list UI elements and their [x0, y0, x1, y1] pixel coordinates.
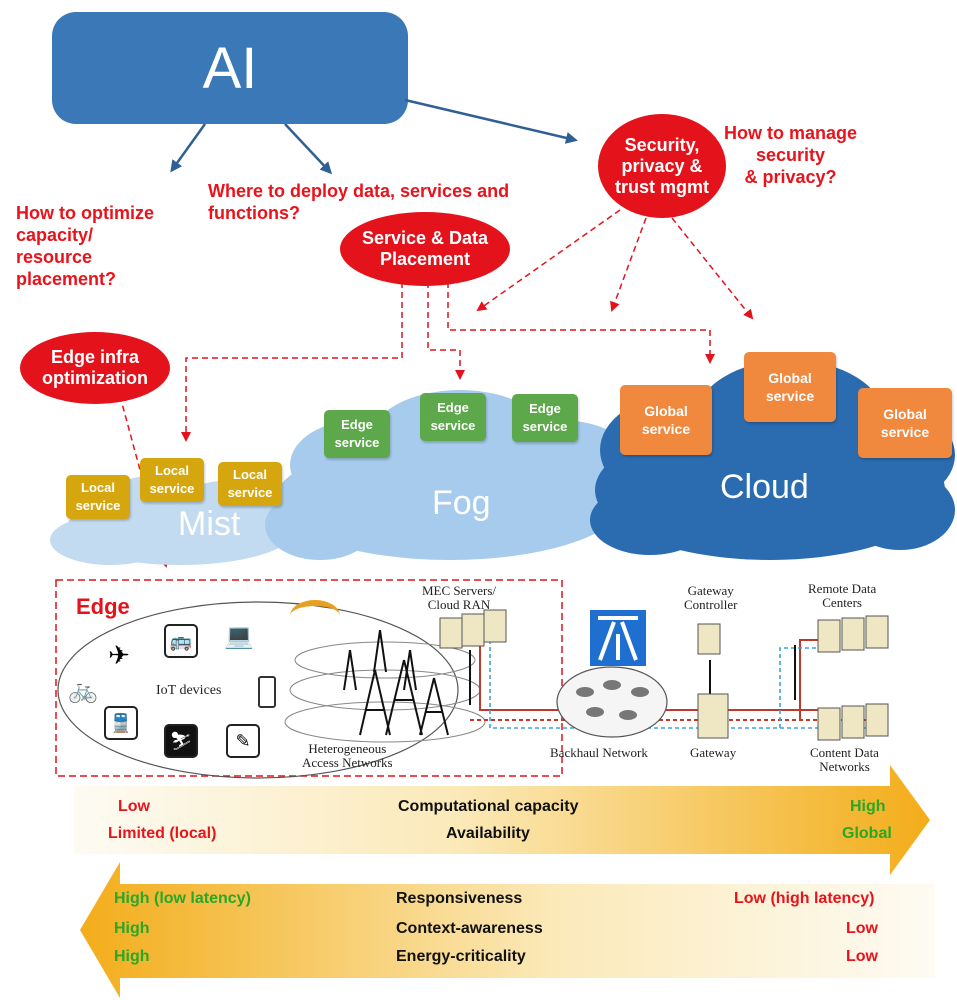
- cloud-label: Cloud: [720, 468, 809, 506]
- question-manage: How to manage security & privacy?: [724, 123, 858, 187]
- gauge-icon: [290, 600, 340, 632]
- security-links: [476, 209, 754, 320]
- band2-row3-left: High: [114, 948, 150, 965]
- access-ellipses: [284, 641, 486, 743]
- tower-icons: [343, 629, 449, 736]
- band2-row2-left: High: [114, 920, 150, 937]
- edge-service-3: Edge service: [512, 394, 578, 442]
- remote-dc-label: Remote Data Centers: [808, 581, 877, 610]
- router-icons: [576, 680, 649, 720]
- backhaul-cloud: [556, 666, 668, 738]
- edge-service-2: Edge service: [420, 393, 486, 441]
- iot-ellipse: [57, 601, 459, 779]
- gateway-label: Gateway: [690, 745, 737, 760]
- train-icon: 🚆: [104, 706, 138, 740]
- band2-row3-center: Energy-criticality: [396, 948, 526, 965]
- band2-row3-right: Low: [846, 948, 878, 965]
- bus-icon: 🚌: [164, 624, 198, 658]
- band1-row1-center: Computational capacity: [398, 798, 579, 815]
- snowmobile-icon: ⛷: [164, 724, 198, 758]
- global-service-3: Global service: [858, 388, 952, 458]
- hetero-label: Heterogeneous Access Networks: [302, 741, 393, 770]
- network-links-blue: [489, 640, 880, 729]
- gateway-controller-label: Gateway Controller: [684, 583, 738, 612]
- edge-infra-ellipse: Edge infra optimization: [20, 332, 170, 404]
- edge-region: [55, 579, 563, 777]
- ai-arrow-deploy: [284, 123, 333, 175]
- airplane-icon: ✈: [104, 640, 134, 670]
- edge-service-1: Edge service: [324, 410, 390, 458]
- iot-devices-label: IoT devices: [156, 683, 222, 698]
- band1-row2-left: Limited (local): [108, 825, 217, 842]
- smartphone-icon: [258, 676, 276, 708]
- band-right-arrow: [74, 765, 930, 875]
- network-links-black: [469, 645, 796, 705]
- local-service-1: Local service: [66, 475, 130, 519]
- mec-label: MEC Servers/ Cloud RAN: [422, 583, 497, 612]
- global-service-1: Global service: [620, 385, 712, 455]
- placement-ellipse: Service & Data Placement: [340, 212, 510, 286]
- fog-label: Fog: [432, 484, 491, 522]
- band2-row1-right: Low (high latency): [734, 890, 875, 907]
- server-icons: [439, 609, 889, 741]
- placement-links: [181, 282, 715, 442]
- local-service-2: Local service: [140, 458, 204, 502]
- ai-box: AI: [52, 12, 408, 124]
- local-service-3: Local service: [218, 462, 282, 506]
- global-service-2: Global service: [744, 352, 836, 422]
- band2-row2-center: Context-awareness: [396, 920, 543, 937]
- band1-row1-right: High: [850, 798, 886, 815]
- tablet-icon: ✎: [226, 724, 260, 758]
- ai-arrow-security: [404, 98, 578, 144]
- band-left-arrow: [80, 862, 935, 998]
- question-deploy: Where to deploy data, services and funct…: [208, 181, 510, 223]
- cdn-label: Content Data Networks: [810, 745, 879, 774]
- laptop-icon: 💻: [224, 623, 254, 650]
- edge-title: Edge: [76, 594, 130, 619]
- backhaul-label: Backhaul Network: [550, 745, 648, 760]
- band2-row2-right: Low: [846, 920, 878, 937]
- band2-row1-left: High (low latency): [114, 890, 251, 907]
- bicycle-icon: 🚲: [68, 677, 98, 704]
- band1-row1-left: Low: [118, 798, 150, 815]
- band1-row2-center: Availability: [446, 825, 530, 842]
- question-optimize: How to optimize capacity/ resource place…: [16, 203, 154, 289]
- band2-row1-center: Responsiveness: [396, 890, 523, 907]
- band1-row2-right: Global: [842, 825, 892, 842]
- ai-arrow-optimize: [170, 123, 207, 173]
- security-ellipse: Security, privacy & trust mgmt: [598, 114, 726, 218]
- mist-label: Mist: [178, 505, 241, 543]
